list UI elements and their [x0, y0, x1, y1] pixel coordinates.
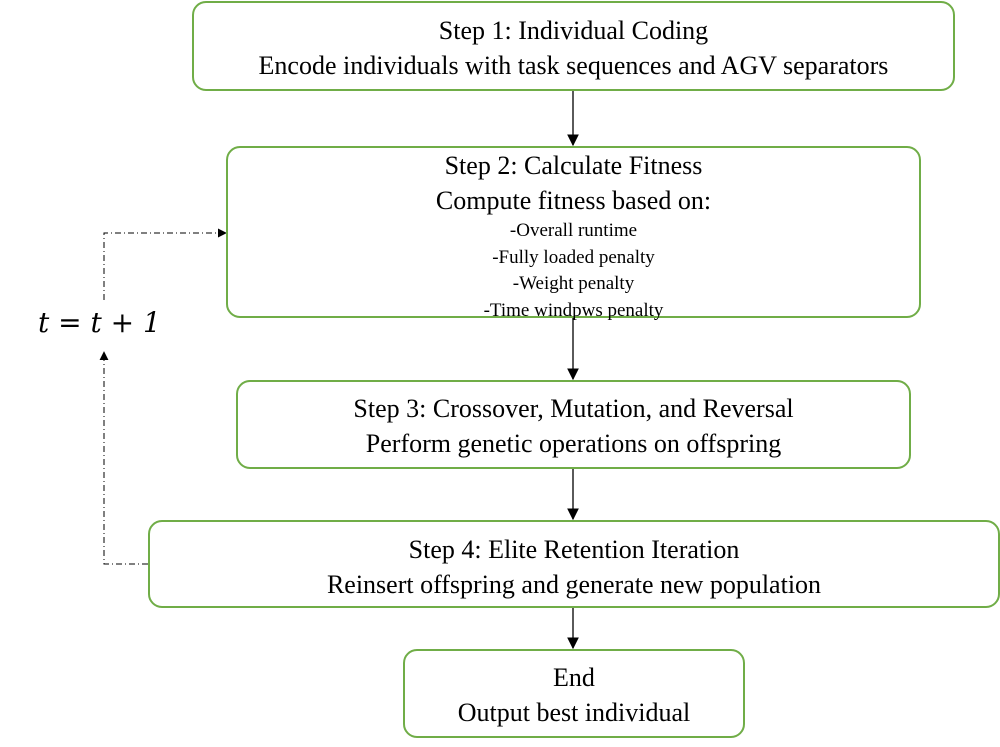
end-title: End [553, 663, 595, 692]
step4-description: Reinsert offspring and generate new popu… [326, 570, 822, 599]
end-description: Output best individual [457, 698, 691, 727]
step2-criterion-time-windows: -Time windpws penalty [483, 299, 664, 321]
step3-box: Step 3: Crossover, Mutation, and Reversa… [236, 380, 911, 469]
step2-description: Compute fitness based on: [435, 186, 712, 215]
step2-box: Step 2: Calculate Fitness Compute fitnes… [226, 146, 921, 321]
step1-box: Step 1: Individual Coding Encode individ… [192, 1, 955, 91]
step2-criterion-weight: -Weight penalty [512, 273, 635, 294]
step4-title: Step 4: Elite Retention Iteration [408, 535, 740, 564]
step3-description: Perform genetic operations on offspring [365, 429, 782, 458]
iteration-counter-label: t = t + 1 [38, 306, 161, 339]
step4-box: Step 4: Elite Retention Iteration Reinse… [148, 520, 1000, 608]
step2-title: Step 2: Calculate Fitness [444, 151, 703, 180]
step2-criterion-runtime: -Overall runtime [509, 220, 638, 241]
loop-back-segment-lower [99, 351, 148, 565]
step3-title: Step 3: Crossover, Mutation, and Reversa… [353, 394, 794, 423]
loop-back-segment-upper [103, 228, 227, 300]
step2-criterion-fully-loaded: -Fully loaded penalty [492, 246, 655, 268]
step1-title: Step 1: Individual Coding [438, 16, 709, 45]
end-box: End Output best individual [403, 649, 745, 738]
step1-description: Encode individuals with task sequences a… [258, 51, 889, 80]
